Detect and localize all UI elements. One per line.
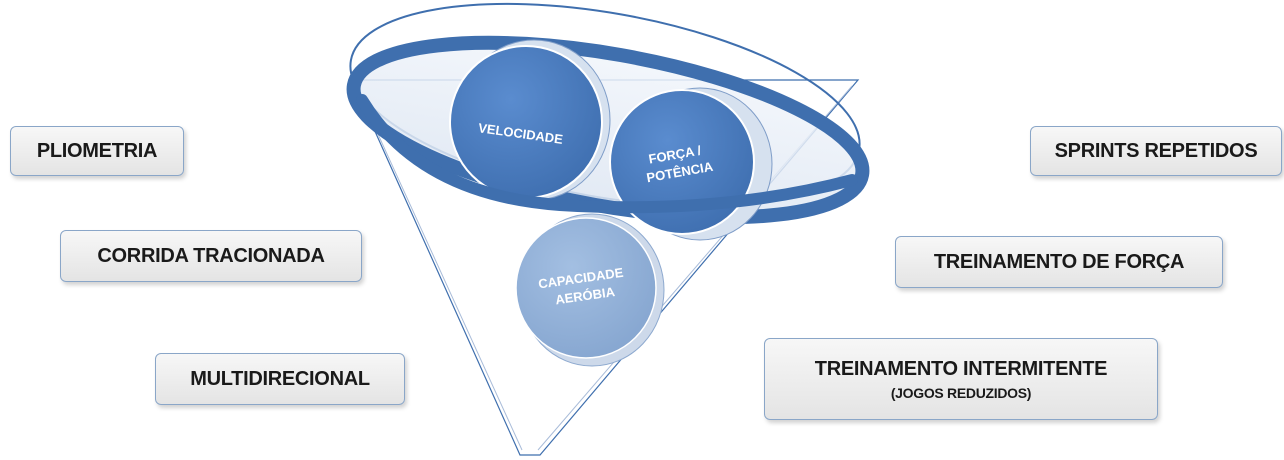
label-corrida-tracionada: CORRIDA TRACIONADA: [60, 230, 362, 282]
label-corrida-tracionada-text: CORRIDA TRACIONADA: [97, 244, 325, 267]
circle-forca-potencia: FORÇA / POTÊNCIA: [609, 87, 773, 241]
label-pliometria: PLIOMETRIA: [10, 126, 184, 176]
label-multidirecional-text: MULTIDIRECIONAL: [190, 367, 370, 390]
label-treinamento-de-forca-text: TREINAMENTO DE FORÇA: [933, 250, 1185, 273]
label-treinamento-intermitente-text: TREINAMENTO INTERMITENTE: [814, 357, 1108, 380]
label-sprints-repetidos-text: SPRINTS REPETIDOS: [1054, 139, 1258, 162]
label-pliometria-text: PLIOMETRIA: [36, 139, 158, 162]
label-sprints-repetidos: SPRINTS REPETIDOS: [1030, 126, 1282, 176]
label-treinamento-intermitente: TREINAMENTO INTERMITENTE (JOGOS REDUZIDO…: [764, 338, 1158, 420]
label-treinamento-de-forca: TREINAMENTO DE FORÇA: [895, 236, 1223, 288]
funnel-rim-front: [356, 94, 858, 214]
circle-capacidade-aerobia: CAPACIDADE AERÓBIA: [515, 213, 665, 367]
label-multidirecional: MULTIDIRECIONAL: [155, 353, 405, 405]
circle-velocidade: VELOCIDADE: [449, 39, 611, 201]
label-treinamento-intermitente-sub: (JOGOS REDUZIDOS): [890, 384, 1032, 401]
